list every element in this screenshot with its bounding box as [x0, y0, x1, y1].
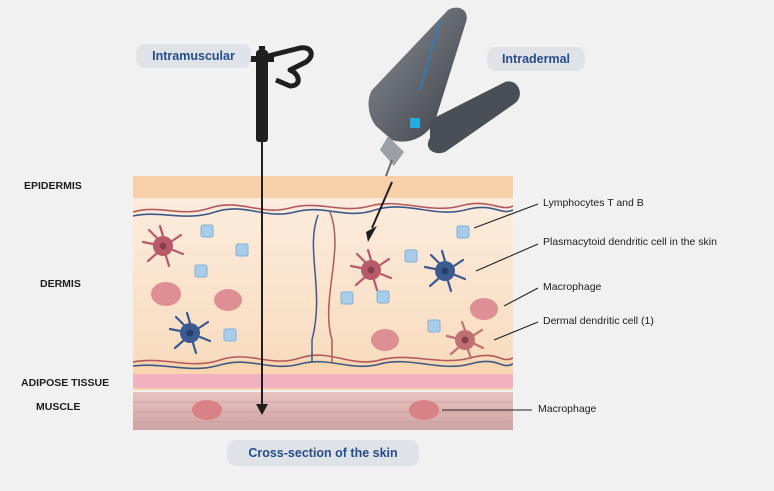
lymphocyte: [427, 319, 441, 333]
dendritic-cell-red: [349, 248, 393, 292]
macrophage: [371, 329, 399, 351]
arrow-icon: [366, 226, 377, 242]
adipose-pink-band: [133, 374, 513, 388]
cross-section-text: Cross-section of the skin: [248, 446, 398, 460]
lymphocyte: [194, 264, 208, 278]
cross-section-label: Cross-section of the skin: [227, 440, 419, 466]
lymphocyte: [404, 249, 418, 263]
arrow-icon: [256, 404, 268, 415]
callout-lymphocytes: Lymphocytes T and B: [543, 197, 644, 209]
callout-plasmacytoid: Plasmacytoid dendritic cell in the skin: [543, 236, 717, 248]
skin-block: [133, 176, 513, 430]
layer-label-dermis: DERMIS: [40, 278, 81, 290]
intramuscular-syringe-icon: [250, 45, 314, 415]
intradermal-label: Intradermal: [487, 47, 585, 71]
lymphocyte: [340, 291, 354, 305]
lymphocyte: [456, 225, 470, 239]
layer-label-epidermis: EPIDERMIS: [24, 180, 82, 192]
intramuscular-label: Intramuscular: [136, 44, 251, 68]
callout-leader-lines: [442, 203, 539, 411]
macrophage: [470, 298, 498, 320]
dendritic-cell-red: [445, 320, 485, 360]
dendritic-cells: [141, 224, 485, 360]
macrophage-muscle: [192, 400, 222, 420]
dendritic-cell-blue: [168, 311, 212, 355]
callout-macrophage-dermis: Macrophage: [543, 281, 602, 293]
intramuscular-text: Intramuscular: [152, 49, 235, 63]
dendritic-cell-red: [141, 224, 185, 268]
callout-dermal-dc: Dermal dendritic cell (1): [543, 315, 654, 327]
macrophage: [214, 289, 242, 311]
layer-label-muscle: MUSCLE: [36, 401, 81, 413]
intradermal-needle: [385, 159, 393, 177]
lymphocyte: [376, 290, 390, 304]
lymphocyte: [235, 243, 249, 257]
layer-label-adipose: ADIPOSE TISSUE: [21, 377, 110, 389]
macrophages: [151, 282, 498, 420]
epidermis-layer: [133, 176, 513, 198]
muscle-layer: [133, 392, 513, 430]
upper-vessel-network: [132, 202, 514, 217]
lymphocyte: [223, 328, 237, 342]
lymphocyte: [200, 224, 214, 238]
macrophage-muscle: [409, 400, 439, 420]
intradermal-text: Intradermal: [501, 52, 571, 66]
intradermal-injector-icon: [366, 7, 520, 242]
lymphocytes: [194, 224, 470, 342]
intradermal-arrow-shaft: [371, 181, 393, 229]
capillary-loop: [311, 211, 336, 362]
dendritic-cell-blue: [423, 249, 467, 293]
callout-macrophage-muscle: Macrophage: [538, 403, 597, 415]
macrophage: [151, 282, 181, 306]
